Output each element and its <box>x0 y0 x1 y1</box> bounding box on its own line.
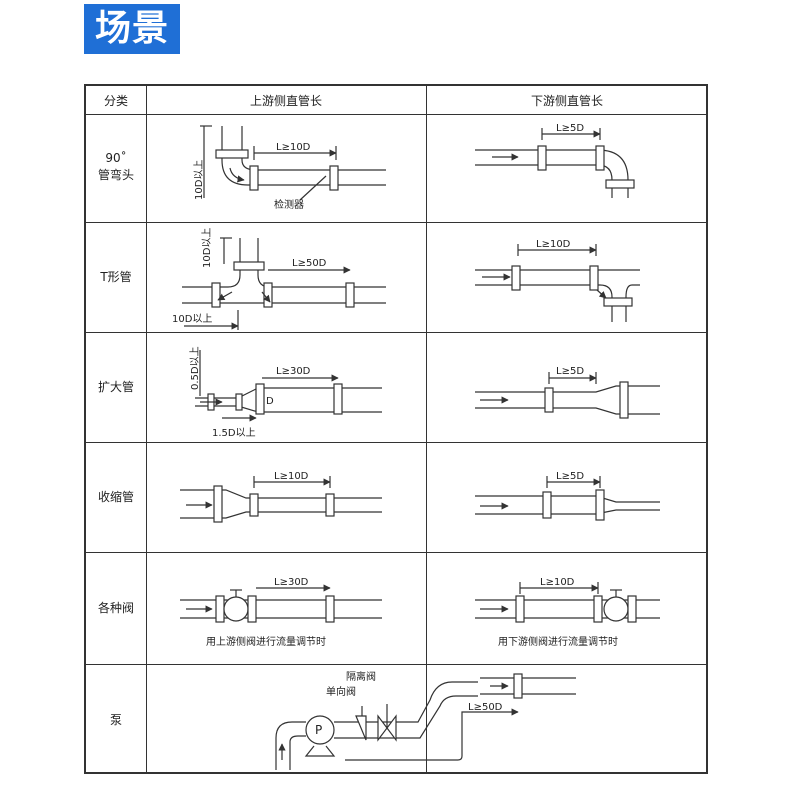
valves-up-length: L≥30D <box>274 577 309 588</box>
tee-upstream-diagram <box>182 237 386 330</box>
elbow-up-detector: 检测器 <box>274 198 304 211</box>
category-reducer: 收缩管 <box>97 490 134 504</box>
expander-up-vertical-label: 0.5D以上 <box>189 346 201 390</box>
expander-up-diameter: D <box>266 396 274 407</box>
category-valves: 各种阀 <box>97 601 134 615</box>
tee-up-length: L≥50D <box>292 258 327 269</box>
pump-letter: P <box>315 723 322 737</box>
elbow-up-vertical-label: 10D以上 <box>193 160 205 200</box>
category-expander: 扩大管 <box>97 380 134 394</box>
header-upstream: 上游侧直管长 <box>249 94 322 108</box>
scene-title-badge: 场景 <box>84 4 180 54</box>
pump-isolation-valve-label: 隔离阀 <box>346 670 376 683</box>
valves-up-caption: 用上游侧阀进行流量调节时 <box>206 635 326 648</box>
expander-downstream-diagram <box>475 372 660 419</box>
valves-upstream-diagram <box>180 584 382 623</box>
pump-diagram <box>275 673 576 770</box>
reducer-up-length: L≥10D <box>274 471 309 482</box>
expander-down-length: L≥5D <box>556 366 584 377</box>
reducer-upstream-diagram <box>180 476 382 523</box>
valves-downstream-diagram <box>475 582 660 623</box>
tee-up-bottom-label: 10D以上 <box>172 313 212 325</box>
category-tee: T形管 <box>100 270 132 284</box>
elbow-upstream-diagram <box>200 125 386 201</box>
tee-down-length: L≥10D <box>536 239 571 250</box>
category-elbow: 90˚ 管弯头 <box>86 150 146 184</box>
reducer-downstream-diagram <box>475 476 660 521</box>
tee-downstream-diagram <box>475 244 640 322</box>
expander-up-bottom-label: 1.5D以上 <box>212 427 256 439</box>
elbow-up-length: L≥10D <box>276 142 311 153</box>
expander-upstream-diagram <box>195 350 382 422</box>
elbow-downstream-diagram <box>475 128 635 198</box>
elbow-down-length: L≥5D <box>556 123 584 134</box>
category-elbow-line2: 管弯头 <box>97 168 134 182</box>
category-elbow-line1: 90˚ <box>105 151 127 165</box>
expander-up-length: L≥30D <box>276 366 311 377</box>
pump-check-valve-label: 单向阀 <box>326 685 356 698</box>
valves-down-caption: 用下游侧阀进行流量调节时 <box>498 635 618 648</box>
reducer-down-length: L≥5D <box>556 471 584 482</box>
valves-down-length: L≥10D <box>540 577 575 588</box>
pipe-installation-table: 分类 上游侧直管长 下游侧直管长 90˚ 管弯头 T形管 扩大管 收缩管 各种阀… <box>84 84 708 774</box>
header-category: 分类 <box>103 94 128 108</box>
category-pump: 泵 <box>109 713 122 727</box>
tee-up-vertical-label: 10D以上 <box>201 228 213 268</box>
header-downstream: 下游侧直管长 <box>530 94 603 108</box>
pump-length: L≥50D <box>468 702 503 713</box>
